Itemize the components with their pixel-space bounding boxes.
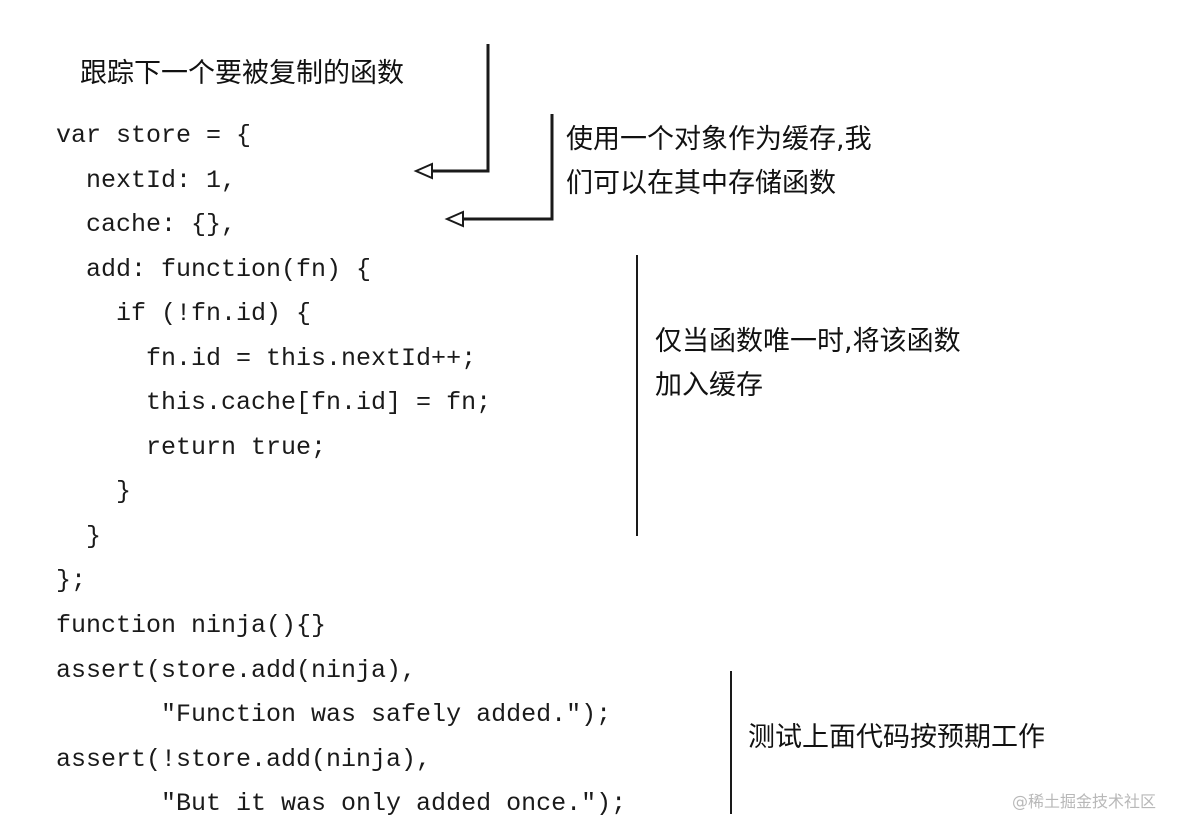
code-line: "But it was only added once."); — [56, 789, 627, 818]
callout-next-id — [413, 44, 490, 180]
annotation-cache: 使用一个对象作为缓存,我 们可以在其中存储函数 — [566, 118, 872, 206]
code-line: var store = { — [56, 121, 252, 150]
annotation-cache-line-1: 使用一个对象作为缓存,我 — [566, 124, 872, 155]
annotation-next-id: 跟踪下一个要被复制的函数 — [80, 58, 404, 89]
code-line: assert(store.add(ninja), — [56, 656, 417, 685]
code-line: return true; — [56, 433, 327, 462]
annotation-cache-line-2: 们可以在其中存储函数 — [566, 168, 836, 199]
code-line: }; — [56, 566, 87, 595]
code-line: cache: {}, — [56, 210, 237, 239]
annotation-test: 测试上面代码按预期工作 — [748, 722, 1045, 753]
callout-cache — [444, 114, 554, 228]
annotation-add: 仅当函数唯一时,将该函数 加入缓存 — [655, 320, 961, 408]
callout-next-id-line — [432, 44, 490, 173]
callout-cache-line — [463, 114, 554, 221]
annotation-add-line-2: 加入缓存 — [655, 370, 763, 401]
annotation-add-line-1: 仅当函数唯一时,将该函数 — [655, 326, 961, 357]
code-line: nextId: 1, — [56, 166, 237, 195]
code-line: add: function(fn) { — [56, 255, 372, 284]
watermark: @稀土掘金技术社区 — [1011, 792, 1156, 811]
code-line: fn.id = this.nextId++; — [56, 344, 477, 373]
arrowhead-icon — [413, 162, 433, 180]
code-line: this.cache[fn.id] = fn; — [56, 388, 492, 417]
code-line: } — [56, 522, 102, 551]
arrowhead-icon — [444, 210, 464, 228]
code-line: function ninja(){} — [56, 611, 327, 640]
code-line: "Function was safely added."); — [56, 700, 612, 729]
code-line: assert(!store.add(ninja), — [56, 745, 432, 774]
code-line: if (!fn.id) { — [56, 299, 312, 328]
code-line: } — [56, 477, 132, 506]
